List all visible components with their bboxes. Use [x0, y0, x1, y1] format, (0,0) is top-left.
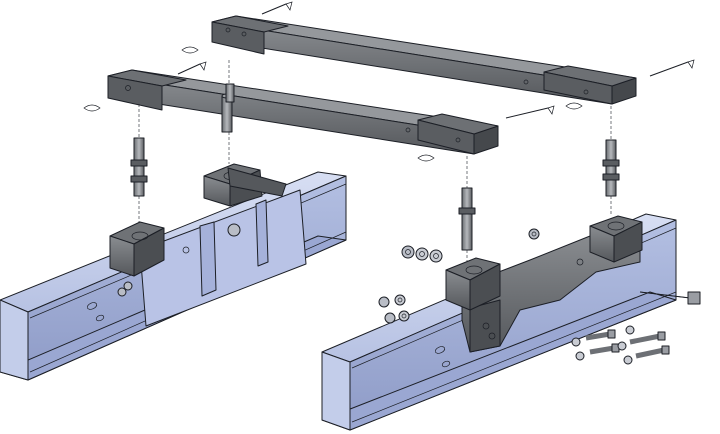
hex-nut-icon	[401, 245, 415, 259]
bolt-icon	[585, 329, 616, 341]
washer-icon	[398, 310, 410, 322]
washer-icon	[623, 355, 633, 365]
retaining-pins	[83, 1, 695, 162]
right-rail-mount-bracket	[461, 231, 641, 353]
hex-nut-icon	[227, 223, 241, 237]
hairpin-clip-icon	[181, 46, 199, 54]
hex-nut-icon	[384, 312, 396, 324]
right-front-hitch-block	[445, 257, 501, 311]
washer-icon	[394, 294, 406, 306]
washer-icon	[575, 351, 585, 361]
right-rear-hitch-block	[589, 215, 643, 263]
hairpin-clip-icon	[505, 105, 555, 119]
bolt-icon	[635, 345, 670, 359]
bolt-icon	[589, 343, 620, 355]
hairpin-clip-icon	[649, 59, 695, 77]
pin-right-rear	[602, 139, 620, 197]
hex-nut-icon	[123, 281, 133, 291]
washer-icon	[571, 337, 581, 347]
alignment-lines	[138, 60, 612, 262]
hairpin-clip-icon	[565, 102, 583, 110]
hex-nut-icon	[117, 287, 127, 297]
bolt-icon	[639, 291, 701, 305]
pin-right-front	[458, 187, 476, 251]
pin-left-front	[130, 137, 148, 197]
washer-icon	[429, 249, 443, 263]
hairpin-clip-icon	[261, 1, 293, 15]
front-cross-bar	[107, 69, 499, 155]
washer-icon	[415, 247, 429, 261]
hairpin-clip-icon	[83, 104, 101, 112]
hitch-pins	[130, 83, 620, 251]
hairpin-clip-icon	[417, 154, 435, 162]
hex-nut-icon	[528, 228, 540, 240]
left-front-hitch-block	[109, 221, 165, 277]
loose-fasteners	[378, 228, 701, 365]
left-rail-fasteners	[117, 223, 241, 297]
hairpin-clip-icon	[177, 61, 207, 75]
washer-icon	[625, 325, 635, 335]
left-rear-hitch-block	[203, 163, 287, 207]
rear-cross-bar	[211, 15, 637, 105]
bolt-icon	[629, 331, 666, 345]
pin-left-rear	[225, 83, 235, 103]
hex-nut-icon	[378, 296, 390, 308]
washer-icon	[617, 341, 627, 351]
